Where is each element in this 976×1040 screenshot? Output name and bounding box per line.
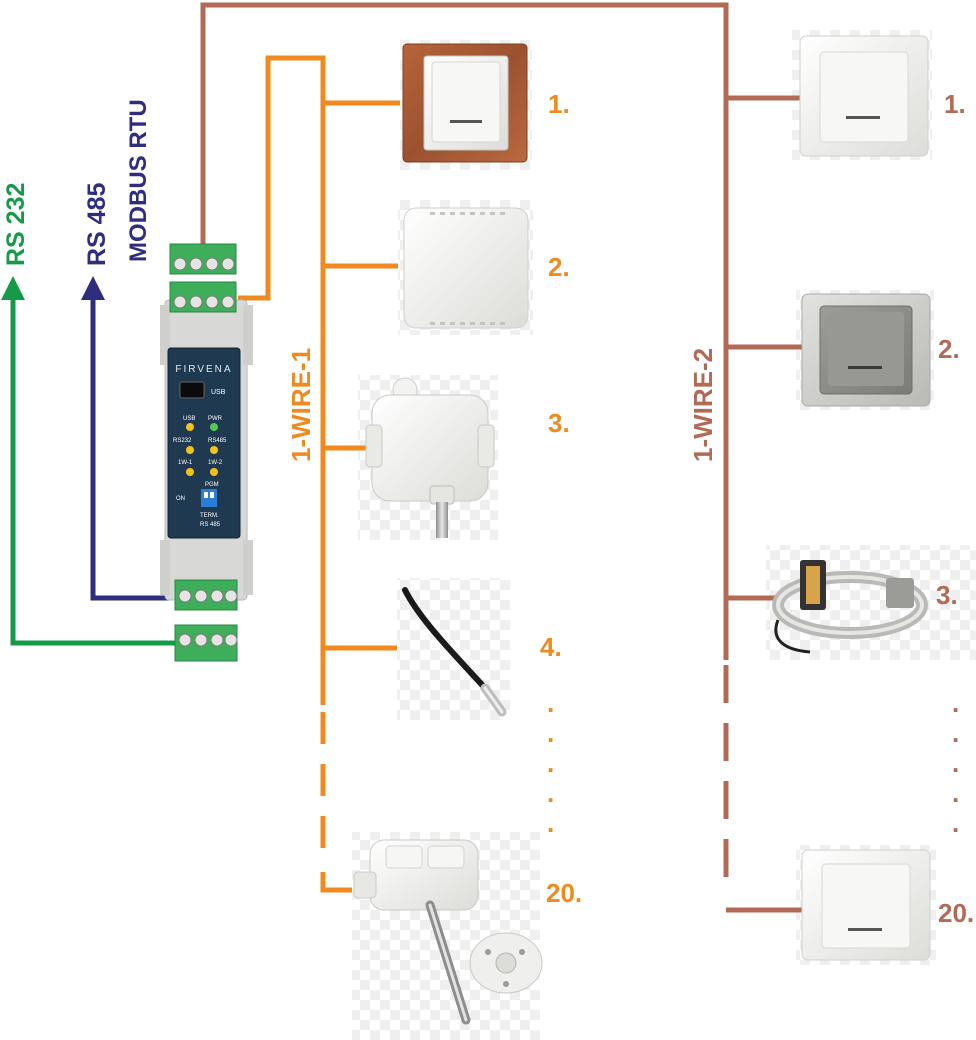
wire1-label: 1-WIRE-1	[286, 348, 316, 462]
rs485-line	[81, 276, 182, 601]
wire2-label-bg	[688, 345, 718, 465]
terminal-block-bottom	[174, 579, 238, 662]
wire2-number-1: 1.	[944, 89, 966, 119]
wire1-continuation-dots: . . . . .	[547, 688, 554, 838]
wire2-label: 1-WIRE-2	[688, 348, 718, 462]
svg-text:.: .	[952, 778, 959, 808]
pwr-led	[210, 423, 218, 431]
rs232-label: RS 232	[2, 183, 30, 266]
wire2-number-20: 20.	[938, 898, 974, 928]
wire1-device-2-room-sensor	[403, 207, 529, 329]
wire2-device-20-wall-switch	[801, 849, 931, 961]
wire2-continuation-dots: . . . . .	[952, 688, 959, 838]
rs232-led-text: RS232	[173, 438, 192, 444]
term-rs485-text: RS 485	[200, 522, 221, 528]
wire1-number-1: 1.	[548, 89, 570, 119]
usb-led	[186, 423, 194, 431]
wire1-device-4-cable-probe	[402, 587, 507, 717]
wire1-device-1-wall-switch	[402, 43, 528, 163]
wire2-number-2: 2.	[938, 334, 960, 364]
w1-led-text: 1W-1	[178, 460, 193, 466]
svg-text:.: .	[952, 808, 959, 838]
w1-led	[186, 468, 194, 476]
wire2-number-3: 3.	[936, 580, 958, 610]
wire1-device-20-duct-sensor	[353, 839, 543, 1025]
rs485-led	[210, 446, 218, 454]
rs485-led-text: RS485	[208, 438, 227, 444]
w2-led-text: 1W-2	[208, 460, 223, 466]
wire1-bus	[238, 55, 400, 893]
wire2-device-2-wall-switch-grey	[801, 293, 931, 407]
usb-port[interactable]	[179, 381, 205, 399]
svg-text:.: .	[952, 688, 959, 718]
terminal-block-top	[169, 243, 237, 313]
svg-text:.: .	[547, 778, 554, 808]
rs232-led	[186, 446, 194, 454]
wire1-number-2: 2.	[548, 252, 570, 282]
wire2-bus	[200, 2, 802, 913]
wire1-number-20: 20.	[546, 878, 582, 908]
wire2-device-1-wall-switch	[799, 35, 929, 157]
modbus-label: MODBUS RTU	[125, 99, 152, 262]
usb-led-text: USB	[183, 416, 195, 422]
firvena-module: FIRVENA USB USB PWR RS232 RS485 1W-1 1W-…	[160, 243, 253, 662]
wire1-label-bg	[286, 345, 316, 465]
wire1-number-3: 3.	[548, 408, 570, 438]
rs485-label: RS 485	[83, 183, 111, 266]
svg-text:.: .	[547, 808, 554, 838]
brand-logo: FIRVENA	[175, 364, 232, 375]
w2-led	[210, 468, 218, 476]
on-text: ON	[176, 496, 185, 502]
usb-text: USB	[211, 389, 226, 396]
svg-text:.: .	[547, 718, 554, 748]
term-text: TERM.	[200, 513, 219, 519]
rs232-line	[1, 276, 182, 646]
wire2-device-3-pipe-clamp-sensor	[772, 560, 928, 654]
wire1-device-3-box-sensor	[365, 377, 495, 538]
svg-text:.: .	[547, 748, 554, 778]
pwr-text: PWR	[208, 416, 223, 422]
pgm-text: PGM	[205, 482, 219, 488]
wire1-number-4: 4.	[540, 632, 562, 662]
dip-switch[interactable]	[201, 489, 217, 507]
svg-text:.: .	[952, 748, 959, 778]
svg-text:.: .	[952, 718, 959, 748]
svg-text:.: .	[547, 688, 554, 718]
